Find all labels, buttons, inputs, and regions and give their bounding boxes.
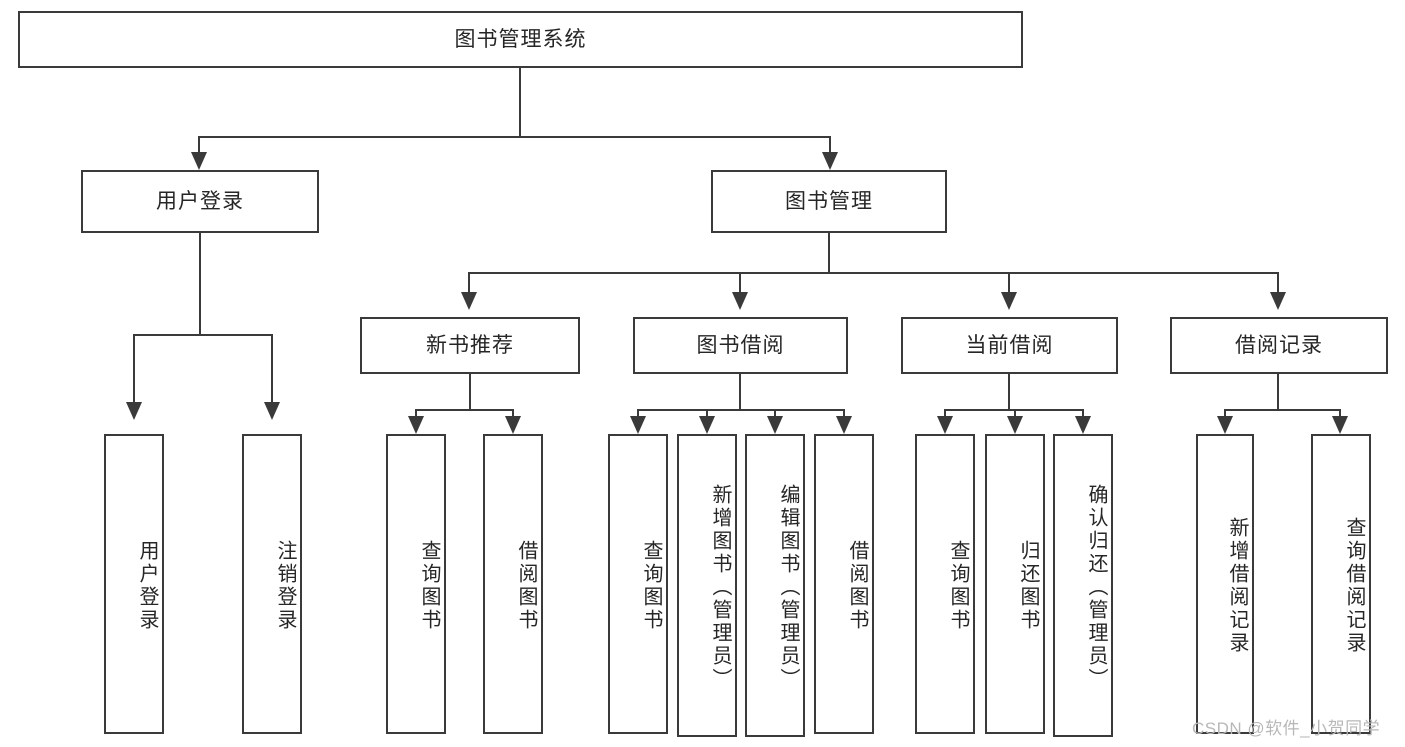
connector-nbr-stem: [469, 374, 471, 410]
node-book-management[interactable]: 图书管理: [711, 170, 947, 233]
node-leaf-user-login[interactable]: 用户登录: [104, 434, 164, 734]
node-leaf-query-borrow-record[interactable]: 查询借阅记录: [1311, 434, 1371, 734]
node-label: 用户登录: [156, 189, 244, 213]
node-leaf-add-borrow-record[interactable]: 新增借阅记录: [1196, 434, 1254, 734]
connector-nbr-drop-1: [415, 409, 417, 419]
connector-root-to-user-login: [198, 136, 200, 154]
connector-bb-drop-4: [843, 409, 845, 419]
arrowhead-leaf-add-book-admin: [699, 416, 715, 434]
node-label: 当前借阅: [965, 333, 1054, 357]
node-leaf-return-book[interactable]: 归还图书: [985, 434, 1045, 734]
connector-br-drop-1: [1224, 409, 1226, 419]
node-label: 确认归还（管理员）: [1085, 484, 1107, 691]
node-label: 借阅记录: [1235, 333, 1323, 357]
connector-cb-drop-2: [1014, 409, 1016, 419]
arrowhead-user-login: [191, 152, 207, 170]
arrowhead-leaf-query-book-3: [937, 416, 953, 434]
arrowhead-current-borrow: [1001, 292, 1017, 310]
connector-br-stem: [1277, 374, 1279, 410]
node-label: 注销登录: [274, 540, 296, 632]
connector-user-login-right-drop: [271, 334, 273, 404]
arrowhead-leaf-return-book: [1007, 416, 1023, 434]
arrowhead-leaf-edit-book-admin: [767, 416, 783, 434]
connector-root-stem: [519, 68, 521, 137]
connector-bm-to-borrow-record: [1277, 272, 1279, 294]
node-label: 图书管理: [785, 189, 873, 213]
node-leaf-query-book-1[interactable]: 查询图书: [386, 434, 446, 734]
arrowhead-leaf-logout-login: [264, 402, 280, 420]
node-label: 归还图书: [1017, 540, 1039, 632]
connector-cb-drop-1: [944, 409, 946, 419]
connector-nbr-drop-2: [512, 409, 514, 419]
node-label: 查询图书: [947, 540, 969, 632]
arrowhead-book-borrow: [732, 292, 748, 310]
node-label: 用户登录: [136, 540, 158, 632]
connector-user-login-bus: [133, 334, 273, 336]
connector-cb-stem: [1008, 374, 1010, 410]
node-label: 新书推荐: [426, 333, 514, 357]
node-root-book-management-system[interactable]: 图书管理系统: [18, 11, 1023, 68]
node-leaf-borrow-book-1[interactable]: 借阅图书: [483, 434, 543, 734]
arrowhead-book-management: [822, 152, 838, 170]
node-leaf-add-book-admin[interactable]: 新增图书（管理员）: [677, 434, 737, 737]
node-label: 查询图书: [640, 540, 662, 632]
node-label: 查询图书: [418, 540, 440, 632]
connector-nbr-bus: [415, 409, 514, 411]
connector-book-management-bus: [468, 272, 1279, 274]
node-leaf-logout-login[interactable]: 注销登录: [242, 434, 302, 734]
node-user-login[interactable]: 用户登录: [81, 170, 319, 233]
node-new-book-recommend[interactable]: 新书推荐: [360, 317, 580, 374]
arrowhead-leaf-user-login: [126, 402, 142, 420]
arrowhead-leaf-borrow-book-2: [836, 416, 852, 434]
node-label: 图书借阅: [696, 333, 785, 357]
node-leaf-query-book-2[interactable]: 查询图书: [608, 434, 668, 734]
node-label: 借阅图书: [846, 540, 868, 632]
node-book-borrow[interactable]: 图书借阅: [633, 317, 848, 374]
node-label: 查询借阅记录: [1343, 517, 1365, 655]
node-leaf-edit-book-admin[interactable]: 编辑图书（管理员）: [745, 434, 805, 737]
arrowhead-leaf-query-book-2: [630, 416, 646, 434]
arrowhead-leaf-query-borrow-record: [1332, 416, 1348, 434]
connector-br-drop-2: [1339, 409, 1341, 419]
connector-user-login-left-drop: [133, 334, 135, 404]
connector-bb-drop-2: [706, 409, 708, 419]
connector-cb-drop-3: [1082, 409, 1084, 419]
node-label: 新增借阅记录: [1226, 517, 1248, 655]
connector-bb-drop-3: [774, 409, 776, 419]
connector-user-login-stem: [199, 233, 201, 335]
node-leaf-borrow-book-2[interactable]: 借阅图书: [814, 434, 874, 734]
arrowhead-leaf-query-book-1: [408, 416, 424, 434]
node-leaf-query-book-3[interactable]: 查询图书: [915, 434, 975, 734]
node-label: 编辑图书（管理员）: [777, 484, 799, 691]
connector-bb-bus: [637, 409, 844, 411]
connector-cb-bus: [944, 409, 1083, 411]
connector-bb-stem: [739, 374, 741, 410]
node-label: 新增图书（管理员）: [709, 484, 731, 691]
arrowhead-leaf-add-borrow-record: [1217, 416, 1233, 434]
arrowhead-new-book-recommend: [461, 292, 477, 310]
connector-bm-to-book-borrow: [739, 272, 741, 294]
connector-root-bus: [198, 136, 831, 138]
connector-br-bus: [1224, 409, 1341, 411]
connector-root-to-book-management: [829, 136, 831, 154]
node-current-borrow[interactable]: 当前借阅: [901, 317, 1118, 374]
arrowhead-leaf-borrow-book-1: [505, 416, 521, 434]
connector-book-management-stem: [828, 233, 830, 273]
connector-bm-to-new-book-recommend: [468, 272, 470, 294]
node-leaf-confirm-return-admin[interactable]: 确认归还（管理员）: [1053, 434, 1113, 737]
arrowhead-leaf-confirm-return-admin: [1075, 416, 1091, 434]
connector-bm-to-current-borrow: [1008, 272, 1010, 294]
connector-bb-drop-1: [637, 409, 639, 419]
csdn-watermark: CSDN @软件_小贺同学: [1192, 719, 1381, 738]
node-borrow-record[interactable]: 借阅记录: [1170, 317, 1388, 374]
node-label: 借阅图书: [515, 540, 537, 632]
node-label: 图书管理系统: [454, 27, 587, 51]
arrowhead-borrow-record: [1270, 292, 1286, 310]
